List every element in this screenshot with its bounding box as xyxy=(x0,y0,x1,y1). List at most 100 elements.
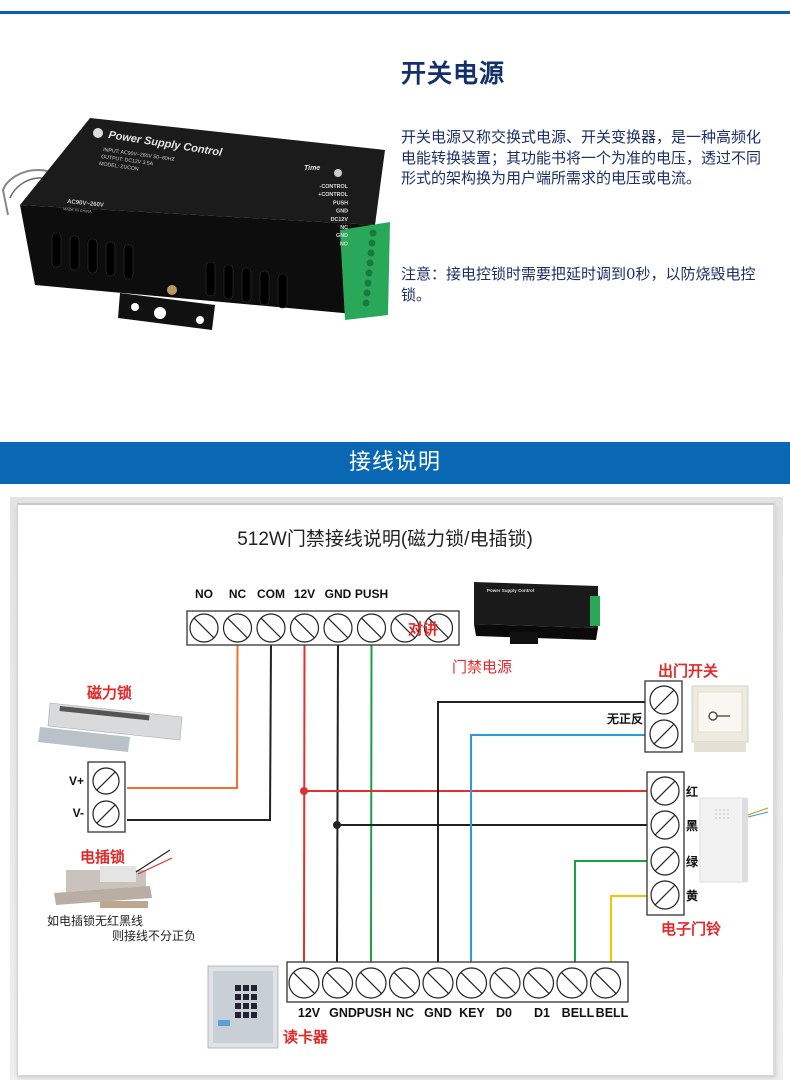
reader-terminal-screw xyxy=(321,967,354,999)
terminal-block xyxy=(340,222,390,320)
spec-model: MODEL: ZUCON xyxy=(99,161,139,173)
doorbell-wire-color-label: 黑 xyxy=(686,819,698,833)
doorbell-wire-color-label: 绿 xyxy=(686,854,699,869)
wire xyxy=(303,642,306,963)
wire xyxy=(336,642,339,963)
wires xyxy=(127,642,648,963)
maglock-image xyxy=(38,702,183,752)
photo-terminal-label: PUSH xyxy=(333,200,348,206)
doorbell-terminal-screw xyxy=(650,846,680,876)
reader-terminal-screw xyxy=(388,967,421,999)
power-terminal-label: GND xyxy=(325,587,352,601)
power-supply-thumbnail: Power Supply Control xyxy=(474,582,600,644)
top-divider xyxy=(0,11,790,14)
wire xyxy=(437,701,647,962)
reader-terminal-label: BELL xyxy=(596,1006,629,1020)
exit-terminal-screw xyxy=(649,685,679,715)
wire xyxy=(574,860,648,962)
power-terminal-screw xyxy=(222,613,253,643)
screw xyxy=(167,285,177,295)
bolt-lock-image xyxy=(54,849,173,908)
reader-terminal-label: NC xyxy=(396,1006,414,1020)
reader-terminal-screw xyxy=(589,967,622,999)
reader-terminal-screw xyxy=(355,967,387,999)
photo-terminal-label: -CONTROL xyxy=(320,184,349,190)
power-supply-photo: Power Supply Control INPUT: AC90V~260V 5… xyxy=(1,118,390,330)
maglock-terminal-vplus: V+ xyxy=(69,774,84,788)
svg-text:Power Supply Control: Power Supply Control xyxy=(487,588,534,593)
reader-terminal-label: PUSH xyxy=(357,1006,392,1020)
exit-note: 无正反 xyxy=(606,711,643,726)
reader-terminal-screw xyxy=(422,967,454,999)
reader-terminal-screw xyxy=(556,967,588,999)
doorbell-wire-color-label: 黄 xyxy=(686,888,698,903)
reader-terminal-screw xyxy=(455,967,488,999)
exit-terminal-screw xyxy=(649,719,679,749)
wire xyxy=(470,734,647,962)
reader-terminal-screw xyxy=(288,967,320,999)
reader-terminal-label: BELL xyxy=(562,1006,595,1020)
power-terminal-label: COM xyxy=(257,587,285,601)
made-in-label: MADE IN CHINA xyxy=(63,207,92,214)
power-terminal-label: PUSH xyxy=(355,587,388,601)
ac-label: AC90V~260V xyxy=(67,199,104,209)
power-supply-label: 门禁电源 xyxy=(452,659,512,676)
vents-right xyxy=(205,261,288,309)
bolt-note-1: 如电插锁无红黑线 xyxy=(47,913,143,928)
photo-terminal-label: NO xyxy=(340,241,348,247)
power-terminal-screw xyxy=(356,613,387,643)
doorbell-terminal-screw xyxy=(650,810,680,840)
reader-terminal-label: KEY xyxy=(459,1006,485,1020)
bolt-note-2: 则接线不分正负 xyxy=(112,928,196,943)
intro-title: 开关电源 xyxy=(401,59,506,88)
power-terminal-label: NO xyxy=(195,587,213,601)
power-terminal-screw xyxy=(189,613,219,643)
photo-terminal-label: GND xyxy=(336,209,348,215)
maglock-label: 磁力锁 xyxy=(87,684,132,702)
mount-bracket xyxy=(118,293,215,330)
wire xyxy=(370,642,373,963)
reader-terminal-label: D0 xyxy=(496,1006,512,1020)
card-reader-label: 读卡器 xyxy=(283,1028,329,1046)
doorbell-image xyxy=(699,797,769,883)
doorbell-label: 电子门铃 xyxy=(661,920,722,938)
reader-terminal-label: 12V xyxy=(298,1006,321,1020)
wire xyxy=(127,642,272,821)
card-reader-image xyxy=(207,965,279,1049)
intercom-label: 对讲 xyxy=(408,620,438,638)
photo-terminal-label: DC12V xyxy=(331,217,349,223)
maglock-terminal-vminus: V- xyxy=(73,806,84,820)
doorbell-terminal-screw xyxy=(650,776,680,806)
case-top xyxy=(20,118,385,225)
power-terminal-screw xyxy=(289,613,320,643)
power-terminal-screw xyxy=(323,613,353,643)
power-terminal-label: 12V xyxy=(294,587,315,601)
wire xyxy=(610,895,648,962)
reader-terminal-screw xyxy=(489,967,521,999)
reader-terminal-label: D1 xyxy=(534,1006,550,1020)
diagram-title: 512W门禁接线说明(磁力锁/电插锁) xyxy=(237,528,533,550)
power-terminal-screw xyxy=(390,613,420,643)
intro-note: 注意：接电控锁时需要把延时调到0秒，以防烧毁电控锁。 xyxy=(401,265,756,304)
doorbell-wire-color-label: 红 xyxy=(686,784,698,799)
section-banner: 接线说明 xyxy=(0,442,790,484)
reader-terminal-label: GND xyxy=(329,1006,357,1020)
exit-button-image xyxy=(691,685,749,752)
exit-button-label: 出门开关 xyxy=(658,662,718,680)
power-terminal-screw xyxy=(256,613,286,643)
doorbell-terminal-screw xyxy=(650,880,680,910)
maglock-terminal-screw xyxy=(92,767,120,795)
power-terminal-screw xyxy=(423,613,454,643)
junction-dot xyxy=(333,821,341,829)
power-terminal-label: NC xyxy=(229,587,247,601)
photo-terminal-label: +CONTROL xyxy=(318,192,349,198)
maglock-terminal-screw xyxy=(92,800,120,828)
intro-body: 开关电源又称交换式电源、开关变换器，是一种高频化电能转换装置；其功能书将一个为准… xyxy=(401,128,762,187)
vents-left xyxy=(51,232,134,280)
time-knob-icon xyxy=(334,169,342,177)
time-label: Time xyxy=(304,165,320,172)
junction-dot xyxy=(300,787,308,795)
reader-terminal-label: GND xyxy=(424,1006,452,1020)
